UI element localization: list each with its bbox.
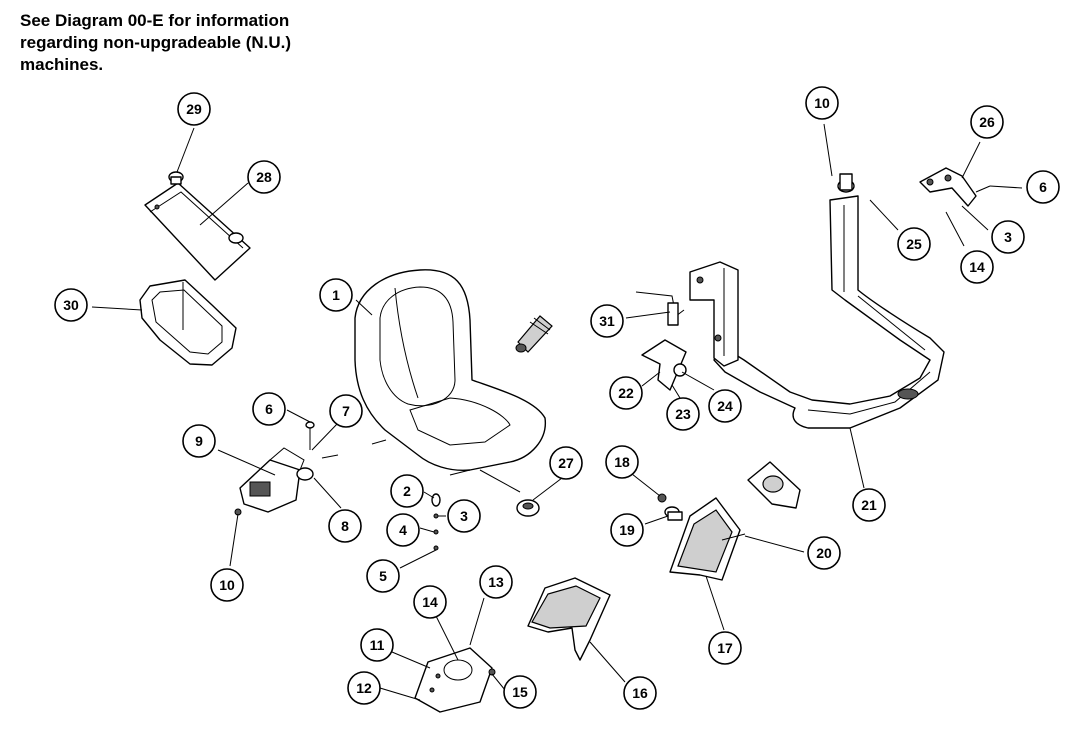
- part-26-bracket: [919, 167, 991, 207]
- callout-label: 8: [341, 518, 349, 534]
- callout-6: 6: [252, 392, 286, 426]
- callout-label: 11: [370, 637, 385, 653]
- part-11-lower-bracket: [414, 647, 496, 713]
- callout-label: 14: [422, 594, 438, 610]
- callout-label: 22: [618, 385, 634, 401]
- callout-11: 11: [360, 628, 394, 662]
- part-22-24-bracket: [641, 339, 687, 391]
- callout-label: 2: [403, 483, 411, 499]
- callout-label: 20: [816, 545, 832, 561]
- part-29-knob: [168, 171, 184, 185]
- part-hardware-small: [234, 421, 441, 551]
- callout-3-right: 3: [991, 220, 1025, 254]
- part-9-bracket: [239, 447, 314, 513]
- callout-2: 2: [390, 474, 424, 508]
- callout-label: 29: [186, 101, 202, 117]
- callout-label: 5: [379, 568, 387, 584]
- callout-10-right: 10: [805, 86, 839, 120]
- part-1-seat: [354, 269, 546, 493]
- callout-label: 28: [256, 169, 272, 185]
- callout-20: 20: [807, 536, 841, 570]
- callout-label: 27: [558, 455, 574, 471]
- part-30-gasket-frame: [139, 279, 237, 366]
- part-adjuster-knob: [515, 315, 553, 353]
- callout-21: 21: [852, 488, 886, 522]
- callout-label: 23: [675, 406, 691, 422]
- callout-label: 18: [614, 454, 630, 470]
- callout-label: 4: [399, 522, 407, 538]
- callout-23: 23: [666, 397, 700, 431]
- callout-label: 26: [979, 114, 995, 130]
- note-line-3: machines.: [20, 55, 104, 74]
- callout-16: 16: [623, 676, 657, 710]
- part-27-seat-switch: [516, 499, 540, 517]
- part-21-frame: [713, 173, 945, 429]
- callout-3: 3: [447, 499, 481, 533]
- callout-label: 3: [1004, 229, 1012, 245]
- diagram-note: See Diagram 00-E for information regardi…: [20, 10, 380, 76]
- callout-26: 26: [970, 105, 1004, 139]
- callout-5: 5: [366, 559, 400, 593]
- callout-label: 17: [717, 640, 733, 656]
- part-18-19-hardware: [657, 493, 683, 521]
- callout-18: 18: [605, 445, 639, 479]
- callout-label: 14: [969, 259, 985, 275]
- callout-22: 22: [609, 376, 643, 410]
- callout-label: 1: [332, 287, 340, 303]
- callout-25: 25: [897, 227, 931, 261]
- callout-label: 3: [460, 508, 468, 524]
- callout-1: 1: [319, 278, 353, 312]
- callout-31: 31: [590, 304, 624, 338]
- part-28-cover-plate: [144, 182, 251, 281]
- callout-14: 14: [413, 585, 447, 619]
- part-16-side-shield: [527, 577, 611, 661]
- callout-label: 21: [861, 497, 877, 513]
- callout-13: 13: [479, 565, 513, 599]
- leader-lines: [91, 123, 1023, 701]
- callout-label: 6: [1039, 179, 1047, 195]
- callout-19: 19: [610, 513, 644, 547]
- callout-6-right: 6: [1026, 170, 1060, 204]
- callout-label: 6: [265, 401, 273, 417]
- callout-label: 31: [599, 313, 615, 329]
- callout-label: 15: [512, 684, 528, 700]
- part-17-side-shield: [669, 497, 746, 581]
- callout-7: 7: [329, 394, 363, 428]
- note-line-2: regarding non-upgradeable (N.U.): [20, 33, 292, 52]
- callout-label: 9: [195, 433, 203, 449]
- callout-9: 9: [182, 424, 216, 458]
- part-31-frame-bracket: [635, 261, 739, 367]
- callout-17: 17: [708, 631, 742, 665]
- callout-label: 13: [488, 574, 504, 590]
- callout-label: 12: [356, 680, 372, 696]
- callout-label: 19: [619, 522, 635, 538]
- callout-label: 10: [814, 95, 830, 111]
- callout-28: 28: [247, 160, 281, 194]
- callout-24: 24: [708, 389, 742, 423]
- callout-label: 25: [906, 236, 922, 252]
- callout-12: 12: [347, 671, 381, 705]
- callout-29: 29: [177, 92, 211, 126]
- callout-10: 10: [210, 568, 244, 602]
- callout-label: 30: [63, 297, 79, 313]
- callout-8: 8: [328, 509, 362, 543]
- callout-30: 30: [54, 288, 88, 322]
- part-20-bracket: [747, 461, 801, 509]
- callout-label: 10: [219, 577, 235, 593]
- callout-15: 15: [503, 675, 537, 709]
- callout-14-right: 14: [960, 250, 994, 284]
- callout-27: 27: [549, 446, 583, 480]
- callout-label: 16: [632, 685, 648, 701]
- callout-label: 24: [717, 398, 733, 414]
- callout-label: 7: [342, 403, 350, 419]
- callout-4: 4: [386, 513, 420, 547]
- note-line-1: See Diagram 00-E for information: [20, 11, 290, 30]
